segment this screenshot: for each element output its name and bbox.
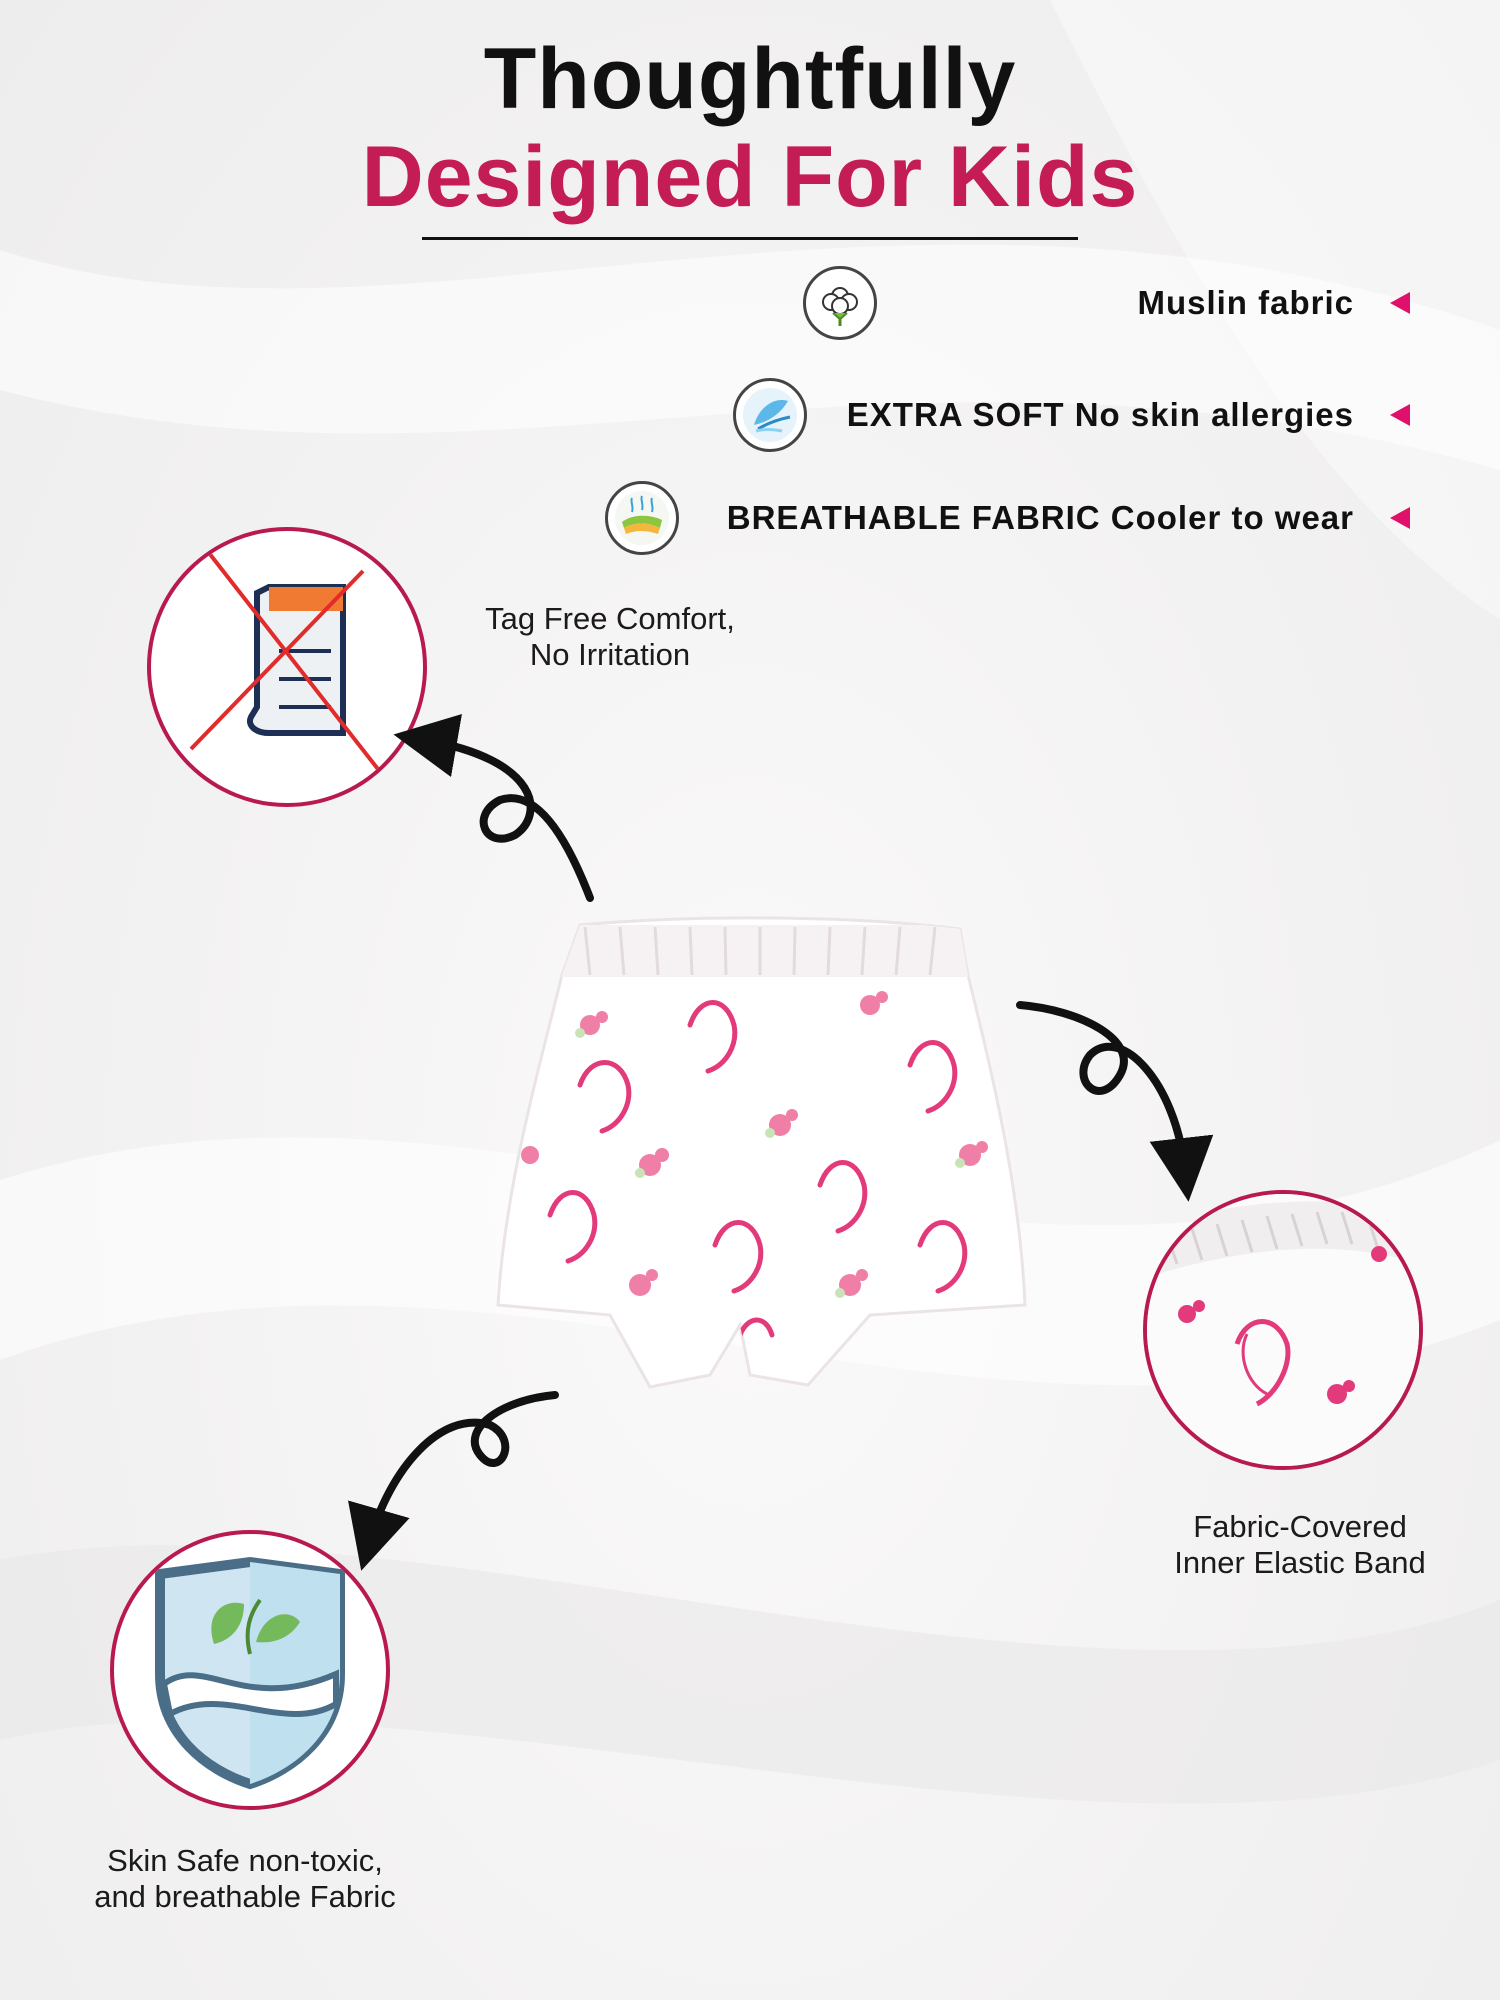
headline-line-2: Designed For Kids bbox=[361, 129, 1139, 225]
arrow-to-tag-free bbox=[393, 713, 594, 902]
breathable-layer-icon bbox=[604, 481, 679, 555]
feature-extra-soft: EXTRA SOFT No skin allergies bbox=[732, 375, 1410, 455]
skin-safe-circle bbox=[110, 1530, 390, 1810]
headline-line-1: Thoughtfully bbox=[483, 31, 1017, 127]
feature-label: Muslin fabric bbox=[1137, 284, 1354, 321]
no-tag-icon bbox=[189, 551, 383, 775]
pointer-marker bbox=[1390, 404, 1410, 426]
feather-icon bbox=[732, 378, 807, 452]
elastic-band-circle bbox=[1143, 1190, 1423, 1470]
arrow-to-elastic bbox=[1016, 1001, 1214, 1202]
arrow-to-skin-safe bbox=[348, 1391, 559, 1571]
tag-free-circle bbox=[147, 527, 427, 807]
skin-safe-caption: Skin Safe non-toxic, and breathable Fabr… bbox=[94, 1843, 396, 1914]
feature-label: BREATHABLE FABRIC Cooler to wear bbox=[726, 499, 1354, 536]
title-divider bbox=[422, 237, 1078, 240]
cotton-flower-icon bbox=[803, 266, 878, 340]
shield-leaf-icon bbox=[155, 1556, 345, 1790]
elastic-caption: Fabric-Covered Inner Elastic Band bbox=[1174, 1509, 1426, 1580]
pointer-marker bbox=[1390, 507, 1410, 529]
feature-label: EXTRA SOFT No skin allergies bbox=[846, 396, 1354, 433]
tag-free-caption: Tag Free Comfort, No Irritation bbox=[485, 601, 735, 672]
unicorn-shorts-image bbox=[490, 915, 1030, 1400]
feature-muslin: Muslin fabric bbox=[803, 263, 1410, 343]
waistband-closeup bbox=[1147, 1194, 1419, 1466]
feature-breathable: BREATHABLE FABRIC Cooler to wear bbox=[604, 478, 1410, 558]
pointer-marker bbox=[1390, 292, 1410, 314]
